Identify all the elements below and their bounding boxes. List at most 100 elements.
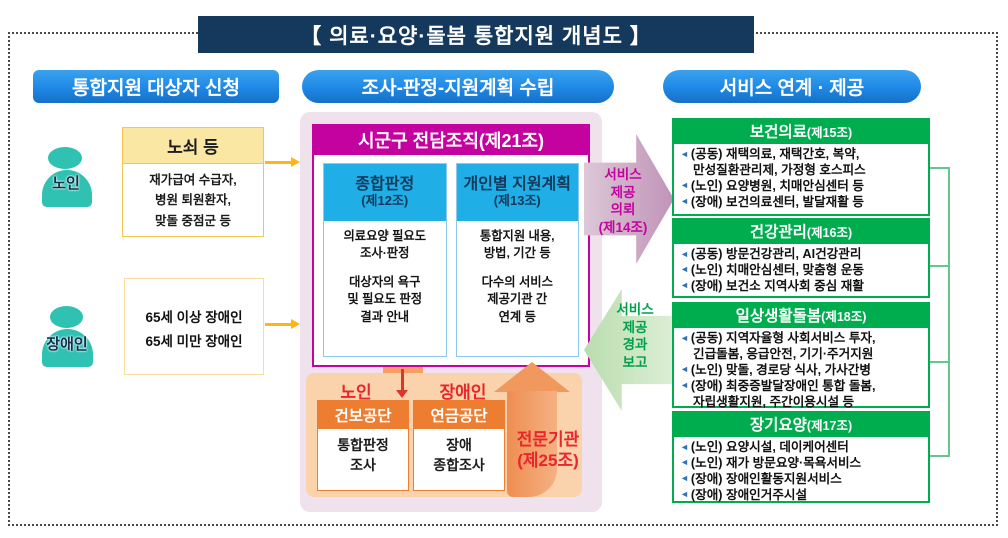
bullet-icon: ◄ xyxy=(680,332,689,343)
flow-line: (제14조) xyxy=(598,219,648,235)
section-header-application: 통합지원 대상자 신청 xyxy=(33,70,279,103)
expert-law: (제25조) xyxy=(517,451,579,471)
rbox-title: 장기요양 xyxy=(749,417,807,434)
service-item: (장애) 보건의료센터, 발달재활 등 xyxy=(690,194,864,209)
service-item: (노인) 치매안심센터, 맞춤형 운동 xyxy=(690,262,864,277)
bullet-icon: ◄ xyxy=(680,441,689,452)
elderly-box-line: 맞돌 중점군 등 xyxy=(155,213,231,228)
service-link-bracket xyxy=(930,167,950,169)
agency-line: 장애 xyxy=(446,437,472,453)
down-arrow-icon xyxy=(396,369,407,398)
bullet-icon: ◄ xyxy=(680,280,689,291)
elderly-person-icon xyxy=(48,147,82,169)
flow-line: 제공 xyxy=(610,184,636,200)
rbox-law: (제18조) xyxy=(821,309,867,324)
rbox-law: (제15조) xyxy=(806,125,853,140)
bullet-icon: ◄ xyxy=(680,489,689,500)
service-item: (노인) 요양시설, 데이케어센터 xyxy=(690,440,849,454)
expert-name: 전문기관 xyxy=(516,430,580,449)
elderly-box-title: 노쇠 등 xyxy=(123,128,263,164)
agency-disabled-label: 장애인 xyxy=(439,383,487,402)
nhis-agency-box: 건보공단 통합판정 조사 xyxy=(317,400,409,491)
long-term-care-box: 장기요양(제17조) ◄(노인) 요양시설, 데이케어센터 ◄(노인) 재가 방… xyxy=(672,411,930,503)
flow-line: 의뢰 xyxy=(610,202,636,218)
rbox-title: 건강관리 xyxy=(749,224,807,241)
panel-line xyxy=(324,263,446,274)
panel-line: 조사·판정 xyxy=(360,246,410,261)
panel-title: 종합판정 xyxy=(355,176,415,194)
panel-line: 방법, 기간 등 xyxy=(483,246,551,261)
flow-line: 제공 xyxy=(622,319,648,335)
service-link-bracket xyxy=(948,167,950,457)
service-item: 긴급돌봄, 응급안전, 기기·주거지원 xyxy=(693,346,874,361)
section-header-assessment: 조사-판정-지원계획 수립 xyxy=(302,70,614,103)
elderly-box-line: 재가급여 수급자, xyxy=(149,173,237,187)
health-medical-box: 보건의료(제15조) ◄(공동) 재택의료, 재택간호, 복약, 만성질환관리제… xyxy=(672,118,930,216)
panel-law: (제13조) xyxy=(493,193,541,209)
expert-institution-label: 전문기관 (제25조) xyxy=(500,429,596,472)
agency-title: 연금공단 xyxy=(414,401,504,429)
service-item: (공동) 방문건강관리, AI건강관리 xyxy=(690,247,862,261)
disabled-target-box: 65세 이상 장애인 65세 미만 장애인 xyxy=(124,278,264,375)
service-item: 자립생활지원, 주간이용시설 등 xyxy=(693,394,855,409)
disabled-box-line: 65세 이상 장애인 xyxy=(145,310,243,325)
up-arrow-icon xyxy=(507,391,557,497)
rbox-title: 일상생활돌봄 xyxy=(735,308,822,325)
service-link-bracket xyxy=(930,361,950,363)
agency-line: 종합조사 xyxy=(433,456,485,473)
service-item: (장애) 장애인활동지원서비스 xyxy=(690,471,842,486)
bullet-icon: ◄ xyxy=(680,248,689,259)
health-management-box: 건강관리(제16조) ◄(공동) 방문건강관리, AI건강관리 ◄(노인) 치매… xyxy=(672,218,930,298)
flow-line: 서비스 xyxy=(604,167,642,182)
panel-individual-support-plan: 개인별 지원계획 (제13조) 통합지원 내용, 방법, 기간 등 다수의 서비… xyxy=(455,163,579,357)
nps-agency-box: 연금공단 장애 종합조사 xyxy=(413,400,505,491)
agency-line: 통합판정 xyxy=(337,437,389,453)
bullet-icon: ◄ xyxy=(680,473,689,484)
elderly-label: 노인 xyxy=(52,175,80,192)
service-link-bracket xyxy=(930,265,950,267)
elderly-box-line: 병원 퇴원환자, xyxy=(155,193,231,208)
disabled-label: 장애인 xyxy=(46,336,88,353)
rbox-title: 보건의료 xyxy=(749,124,807,141)
agency-title: 건보공단 xyxy=(318,401,408,429)
panel-line: 통합지원 내용, xyxy=(479,229,555,243)
panel-law: (제12조) xyxy=(361,193,409,209)
arrow-disabled-to-org xyxy=(265,319,300,328)
daily-life-care-box: 일상생활돌봄(제18조) ◄(공동) 지역자율형 사회서비스 투자, 긴급돌봄,… xyxy=(672,302,930,409)
flow-line: 서비스 xyxy=(616,302,654,317)
service-item: (장애) 최중증발달장애인 통합 돌봄, xyxy=(690,378,876,393)
service-item: (공동) 재택의료, 재택간호, 복약, xyxy=(690,147,860,161)
panel-comprehensive-judgement: 종합판정 (제12조) 의료요양 필요도 조사·판정 대상자의 욕구 및 필요도… xyxy=(323,163,447,357)
panel-line: 의료요양 필요도 xyxy=(343,229,427,243)
rbox-law: (제16조) xyxy=(806,225,853,240)
bullet-icon: ◄ xyxy=(680,364,689,375)
panel-line: 연계 등 xyxy=(498,309,536,324)
elderly-person-icon xyxy=(42,170,92,207)
service-item: (노인) 재가 방문요양·목욕서비스 xyxy=(690,455,862,470)
panel-line xyxy=(457,263,579,274)
flow-line: 경과 xyxy=(622,337,648,353)
disabled-box-line: 65세 미만 장애인 xyxy=(145,333,243,349)
service-item: (노인) 요양병원, 치매안심센터 등 xyxy=(690,178,864,193)
agency-elderly-label: 노인 xyxy=(340,383,372,402)
agency-line: 조사 xyxy=(350,456,376,473)
service-item: (장애) 보건소 지역사회 중심 재활 xyxy=(690,278,864,293)
arrow-elderly-to-org xyxy=(265,157,300,166)
service-item: (공동) 지역자율형 사회서비스 투자, xyxy=(690,331,876,345)
bullet-icon: ◄ xyxy=(680,180,689,191)
disabled-person-icon xyxy=(42,329,93,367)
diagram-title: 【 의료·요양·돌봄 통합지원 개념도 】 xyxy=(198,16,754,53)
bullet-icon: ◄ xyxy=(680,380,689,391)
panel-line: 결과 안내 xyxy=(360,309,410,324)
disabled-person-icon xyxy=(50,306,83,328)
section-header-service-link: 서비스 연계 · 제공 xyxy=(663,70,921,103)
panel-line: 제공기관 간 xyxy=(487,292,548,307)
sigungu-dedicated-org-box: 시군구 전담조직(제21조) 종합판정 (제12조) 의료요양 필요도 조사·판… xyxy=(312,124,590,367)
bullet-icon: ◄ xyxy=(680,148,689,159)
service-item: (노인) 맞돌, 경로당 식사, 가사간병 xyxy=(690,362,871,377)
bullet-icon: ◄ xyxy=(680,264,689,275)
service-link-bracket xyxy=(930,455,950,457)
org-title: 시군구 전담조직(제21조) xyxy=(312,124,590,155)
bullet-icon: ◄ xyxy=(680,196,689,207)
